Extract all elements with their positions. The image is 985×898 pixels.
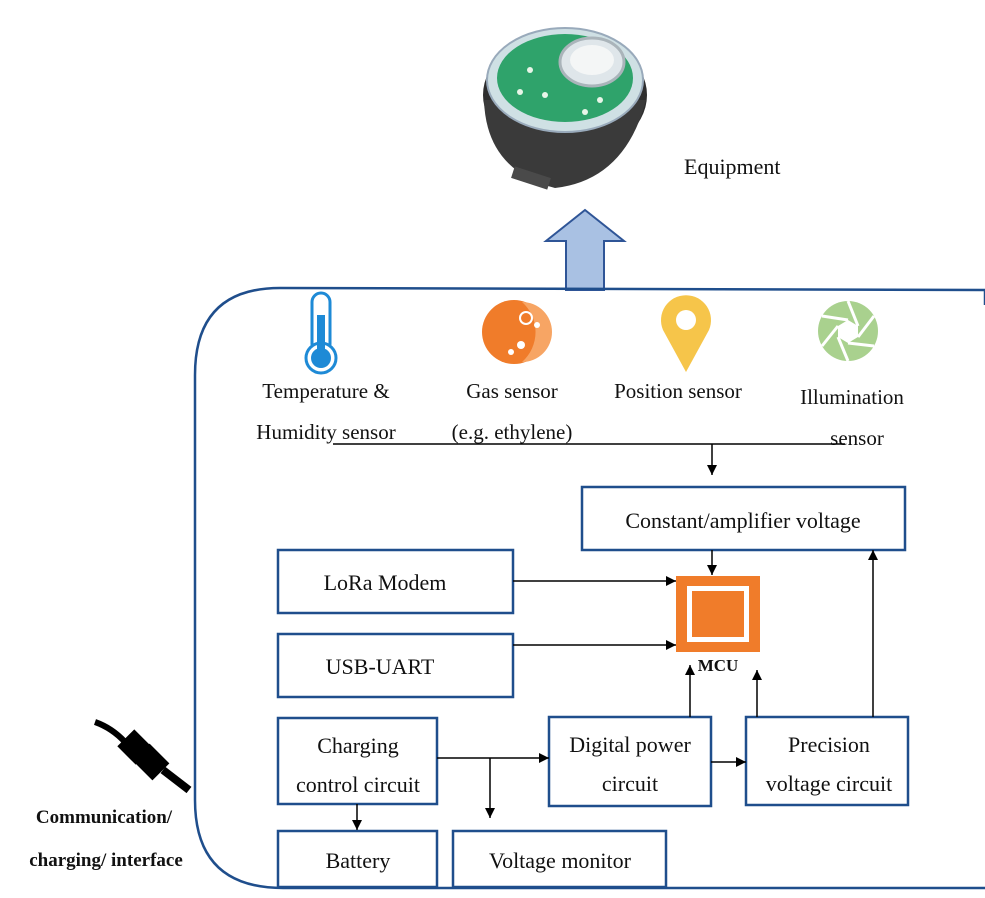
sensor-label-position: Position sensor	[614, 379, 742, 403]
constant-voltage-box	[580, 485, 907, 552]
sensor-label-gas-1: Gas sensor	[466, 379, 558, 403]
equipment-label: Equipment	[684, 154, 781, 179]
battery-label: Battery	[326, 848, 391, 873]
connection-arrows	[352, 550, 878, 830]
sensor-label-gas-2: (e.g. ethylene)	[452, 420, 573, 444]
interface-label-2: charging/ interface	[29, 850, 183, 871]
usb-uart-box	[276, 632, 515, 699]
equipment-device-image	[483, 27, 647, 190]
battery-box	[276, 829, 439, 889]
precision-voltage-box	[744, 715, 910, 807]
charging-control-label-2: control circuit	[296, 772, 420, 797]
device-frame	[193, 286, 985, 890]
voltage-monitor-box	[451, 829, 668, 889]
lora-modem-label: LoRa Modem	[324, 570, 447, 595]
up-arrow	[543, 208, 627, 291]
precision-voltage-label-2: voltage circuit	[766, 771, 892, 796]
sensor-label-temperature-1: Temperature &	[262, 379, 389, 403]
digital-power-box	[547, 715, 713, 808]
plug-icon	[93, 719, 192, 794]
constant-voltage-label: Constant/amplifier voltage	[625, 508, 860, 533]
sensor-label-temperature-2: Humidity sensor	[256, 420, 395, 444]
gas-icon	[482, 300, 552, 364]
charging-control-box	[276, 716, 439, 806]
mcu-label: MCU	[698, 656, 739, 675]
location-pin-icon	[660, 295, 711, 372]
charging-control-label-1: Charging	[317, 733, 398, 758]
digital-power-label-1: Digital power	[569, 732, 691, 757]
thermometer-icon	[304, 291, 338, 375]
sensor-label-illumination-1: Illumination	[800, 385, 904, 409]
digital-power-label-2: circuit	[602, 771, 658, 796]
usb-uart-label: USB-UART	[326, 654, 435, 679]
sensor-label-illumination-2: sensor	[830, 426, 884, 450]
aperture-icon	[818, 300, 878, 362]
lora-modem-box	[276, 548, 515, 615]
voltage-monitor-label: Voltage monitor	[489, 848, 632, 873]
interface-label-1: Communication/	[36, 807, 173, 828]
precision-voltage-label-1: Precision	[788, 732, 870, 757]
mcu-chip-icon	[672, 576, 760, 652]
